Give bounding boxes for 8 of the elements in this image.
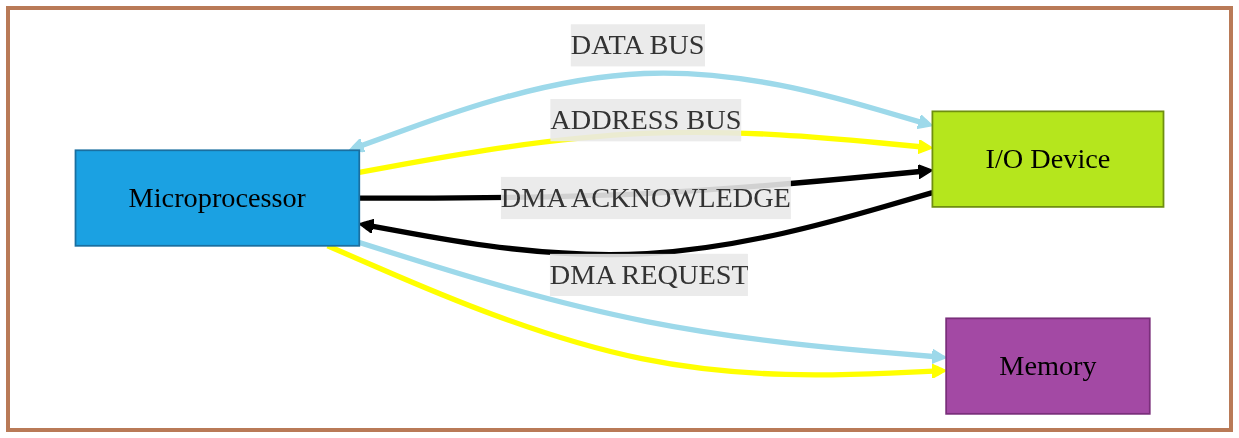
edge-label: DMA ACKNOWLEDGE xyxy=(500,182,791,213)
edge-label: DATA BUS xyxy=(570,29,705,60)
node-box: Memory xyxy=(945,317,1151,415)
edge-label: DMA REQUEST xyxy=(549,258,749,290)
arrow xyxy=(358,240,947,365)
node-box: I/O Device xyxy=(931,110,1165,208)
edge-label: ADDRESS BUS xyxy=(550,104,742,135)
node-box: Microprocessor xyxy=(74,149,361,247)
